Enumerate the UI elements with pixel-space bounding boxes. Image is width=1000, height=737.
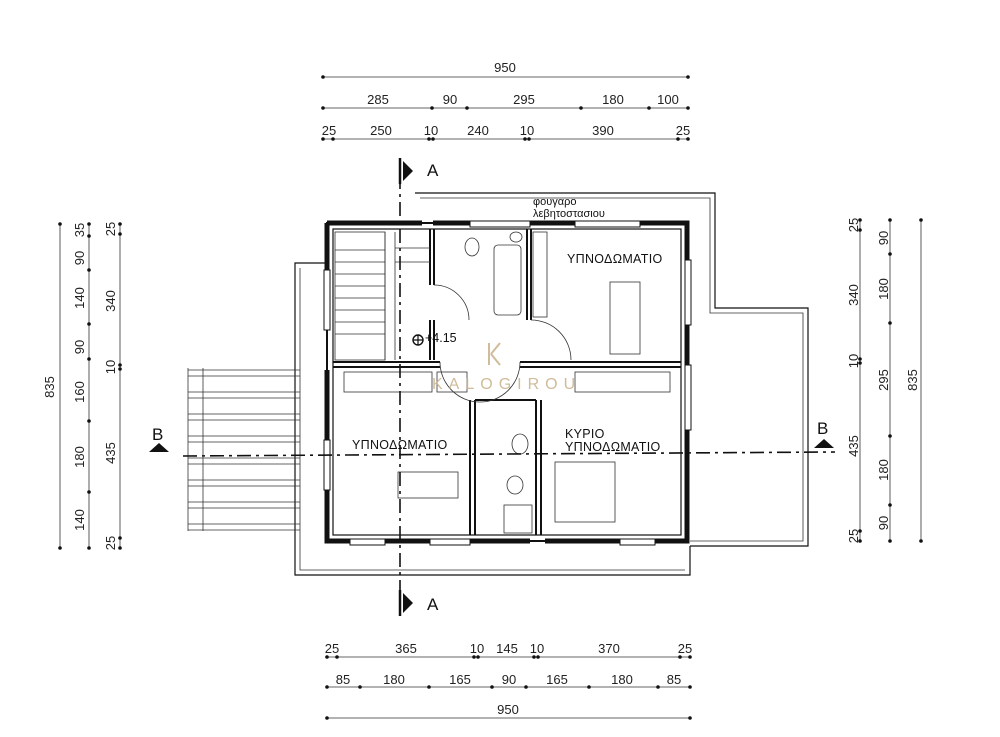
section-axes (149, 158, 836, 616)
room-label-bedroom-sw: ΥΠΝΟΔΩΜΑΤΙΟ (352, 438, 448, 452)
bottom-dim-r1-2: 365 (395, 641, 417, 656)
left-dim-mid-4: 90 (72, 340, 87, 354)
right-dimension-lines (858, 218, 923, 543)
section-a-top-label: A (427, 161, 439, 180)
windows (323, 220, 692, 546)
right-dim-mid-2: 180 (876, 278, 891, 300)
pergola-slats (187, 368, 300, 531)
bottom-dim-r2-6: 180 (611, 672, 633, 687)
right-dim-total: 835 (905, 369, 920, 391)
section-a-bottom-label: A (427, 595, 439, 614)
left-dim-mid-1: 35 (72, 223, 87, 237)
right-dim-mid-1: 90 (876, 231, 891, 245)
bottom-dim-r2-1: 85 (336, 672, 350, 687)
left-dim-mid-6: 180 (72, 446, 87, 468)
left-dim-inner-5: 25 (103, 536, 118, 550)
terrace-outlines (294, 192, 809, 576)
left-dim-mid-7: 140 (72, 509, 87, 531)
room-label-bedroom-ne: ΥΠΝΟΔΩΜΑΤΙΟ (567, 252, 663, 266)
top-dim-r2-1: 285 (367, 92, 389, 107)
bottom-dim-r1-3: 10 (470, 641, 484, 656)
left-dim-inner-2: 340 (103, 290, 118, 312)
top-dimension-lines (321, 75, 690, 141)
top-dim-r3-1: 25 (322, 123, 336, 138)
top-dim-r3-7: 25 (676, 123, 690, 138)
watermark-text: KALOGIROU (432, 376, 581, 393)
bottom-dim-r2-2: 180 (383, 672, 405, 687)
left-dim-total: 835 (42, 376, 57, 398)
boiler-chimney-label-1: φουγαρο (533, 196, 577, 208)
bottom-dim-r1-6: 370 (598, 641, 620, 656)
right-dim-mid-4: 180 (876, 459, 891, 481)
bottom-dimension-lines (325, 655, 692, 720)
section-b-right-label: B (817, 419, 828, 438)
top-dim-r3-3: 10 (424, 123, 438, 138)
left-dim-mid-5: 160 (72, 381, 87, 403)
top-dim-r2-3: 295 (513, 92, 535, 107)
top-dim-r3-2: 250 (370, 123, 392, 138)
right-dim-inner-2: 340 (846, 284, 861, 306)
left-dim-mid-3: 140 (72, 287, 87, 309)
bottom-dim-r1-4: 145 (496, 641, 518, 656)
left-dim-inner-1: 25 (103, 222, 118, 236)
bottom-dim-r2-5: 165 (546, 672, 568, 687)
right-dim-inner-4: 435 (846, 435, 861, 457)
right-dim-mid-5: 90 (876, 516, 891, 530)
bottom-dim-r2-4: 90 (502, 672, 516, 687)
interior-walls (333, 229, 681, 535)
room-label-master-line1: ΚΥΡΙΟ (565, 427, 605, 441)
section-b-left-label: B (152, 425, 163, 444)
bottom-dim-r1-1: 25 (325, 641, 339, 656)
left-dim-inner-3: 10 (103, 360, 118, 374)
top-dim-r2-2: 90 (443, 92, 457, 107)
boiler-chimney-label-2: λεβητοστασιου (533, 208, 605, 220)
bottom-dim-r2-7: 85 (667, 672, 681, 687)
right-dim-inner-3: 10 (846, 354, 861, 368)
top-dim-r3-4: 240 (467, 123, 489, 138)
room-label-master-line2: ΥΠΝΟΔΩΜΑΤΙΟ (565, 440, 661, 454)
top-dim-r2-4: 180 (602, 92, 624, 107)
top-dim-r2-5: 100 (657, 92, 679, 107)
bottom-dim-total: 950 (497, 702, 519, 717)
right-dim-inner-1: 25 (846, 218, 861, 232)
bottom-dim-r1-7: 25 (678, 641, 692, 656)
watermark-logo: KALOGIROU (432, 342, 581, 393)
top-dim-r3-6: 390 (592, 123, 614, 138)
bottom-dim-r1-5: 10 (530, 641, 544, 656)
left-dim-inner-4: 435 (103, 442, 118, 464)
right-dim-inner-5: 25 (846, 529, 861, 543)
level-marker-label: +4.15 (425, 331, 457, 345)
bottom-dim-r2-3: 165 (449, 672, 471, 687)
right-dim-mid-3: 295 (876, 369, 891, 391)
top-dim-total: 950 (494, 60, 516, 75)
top-dim-r3-5: 10 (520, 123, 534, 138)
left-dimension-lines (58, 222, 122, 550)
left-dim-mid-2: 90 (72, 251, 87, 265)
